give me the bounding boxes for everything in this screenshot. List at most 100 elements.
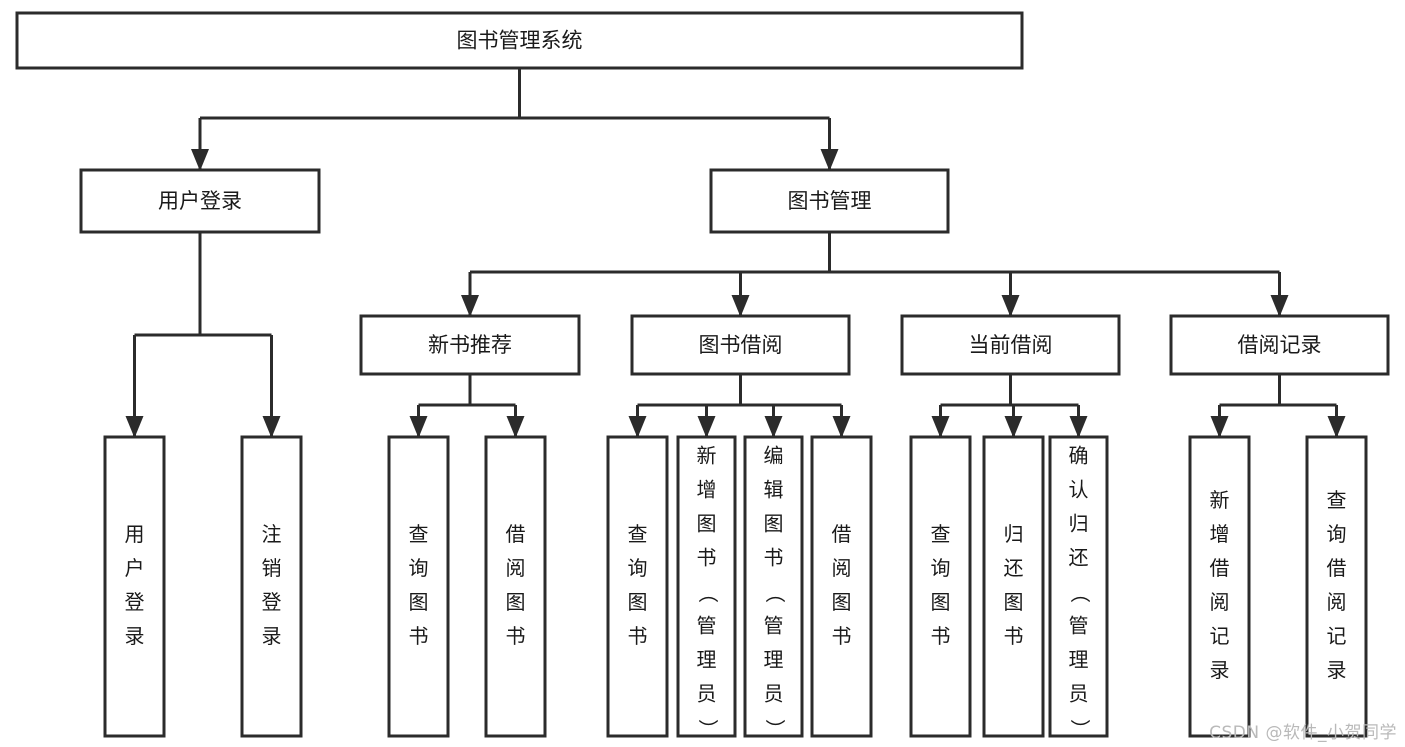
- node-label-leaf9-char-0: 查: [931, 522, 951, 546]
- node-label-leaf12-char-4: 记: [1210, 624, 1230, 648]
- node-label-leaf5-char-1: 询: [628, 556, 648, 580]
- node-label-leaf5-char-3: 书: [628, 624, 648, 648]
- node-records[interactable]: 借阅记录: [1169, 314, 1390, 376]
- node-label-leaf1-char-1: 户: [125, 556, 145, 580]
- node-label-leaf4-char-3: 书: [506, 624, 526, 648]
- node-leaf1[interactable]: 用户登录: [103, 435, 166, 738]
- node-label-root: 图书管理系统: [457, 29, 583, 53]
- node-box-leaf7: [743, 435, 804, 738]
- arrow-icon-leaf6: [697, 416, 716, 438]
- node-box-leaf6: [676, 435, 737, 738]
- node-label-leaf10-char-1: 还: [1004, 556, 1024, 580]
- node-box-leaf1: [103, 435, 166, 738]
- node-label-leaf11-char-3: 还: [1069, 546, 1089, 570]
- node-current[interactable]: 当前借阅: [900, 314, 1121, 376]
- node-root[interactable]: 图书管理系统: [15, 11, 1024, 70]
- node-box-newbook: [359, 314, 581, 376]
- connectors-layer: [125, 68, 1346, 438]
- node-label-leaf1-char-2: 登: [125, 590, 145, 614]
- node-label-login: 用户登录: [158, 189, 242, 213]
- node-label-leaf6-char-4: （: [696, 583, 720, 603]
- node-label-leaf11-char-4: （: [1068, 583, 1092, 603]
- node-label-leaf1-char-0: 用: [125, 522, 145, 546]
- node-label-leaf2-char-3: 录: [262, 624, 282, 648]
- node-label-leaf6-char-8: ）: [696, 719, 720, 739]
- arrow-icon-newbook: [461, 295, 479, 317]
- node-box-leaf3: [387, 435, 450, 738]
- node-box-leaf8: [810, 435, 873, 738]
- arrow-icon-leaf3: [409, 416, 428, 438]
- node-login[interactable]: 用户登录: [79, 168, 321, 234]
- node-box-current: [900, 314, 1121, 376]
- arrow-icon-login: [191, 149, 209, 171]
- node-bookmgmt[interactable]: 图书管理: [709, 168, 950, 234]
- arrow-icon-leaf10: [1004, 416, 1023, 438]
- nodes-layer: 图书管理系统用户登录图书管理新书推荐图书借阅当前借阅借阅记录用户登录注销登录查询…: [15, 11, 1390, 739]
- node-label-leaf3-char-2: 图: [409, 590, 429, 614]
- node-label-bookmgmt: 图书管理: [788, 189, 872, 213]
- node-label-leaf7-char-5: 管: [764, 614, 784, 638]
- node-box-leaf11: [1048, 435, 1109, 738]
- node-label-leaf12-char-0: 新: [1210, 488, 1230, 512]
- arrow-icon-bookmgmt: [820, 149, 839, 171]
- node-label-leaf13-char-5: 录: [1327, 658, 1347, 682]
- arrow-icon-borrow: [731, 295, 750, 317]
- node-label-leaf13-char-2: 借: [1327, 556, 1347, 580]
- node-label-leaf7-char-7: 员: [764, 682, 784, 706]
- node-label-leaf6-char-3: 书: [697, 546, 717, 570]
- arrow-icon-leaf2: [262, 416, 281, 438]
- node-label-leaf6-char-1: 增: [697, 478, 717, 502]
- arrow-icon-leaf11: [1069, 416, 1088, 438]
- node-label-leaf13-char-4: 记: [1327, 624, 1347, 648]
- node-label-leaf13-char-0: 查: [1327, 488, 1347, 512]
- node-label-leaf12-char-3: 阅: [1210, 590, 1230, 614]
- node-label-leaf12-char-5: 录: [1210, 658, 1230, 682]
- node-label-leaf11-char-8: ）: [1068, 719, 1092, 739]
- node-label-leaf2-char-1: 销: [262, 556, 282, 580]
- node-label-leaf11-char-5: 管: [1069, 614, 1089, 638]
- node-label-leaf8-char-2: 图: [832, 590, 852, 614]
- node-box-bookmgmt: [709, 168, 950, 234]
- arrow-icon-leaf9: [931, 416, 950, 438]
- node-label-leaf3-char-0: 查: [409, 522, 429, 546]
- arrow-icon-leaf5: [628, 416, 647, 438]
- node-borrow[interactable]: 图书借阅: [630, 314, 851, 376]
- node-label-leaf7-char-6: 理: [764, 648, 784, 672]
- arrow-icon-records: [1270, 295, 1289, 317]
- node-label-leaf5-char-2: 图: [628, 590, 648, 614]
- node-box-leaf4: [484, 435, 547, 738]
- node-label-leaf12-char-1: 增: [1210, 522, 1230, 546]
- node-label-leaf9-char-2: 图: [931, 590, 951, 614]
- node-label-leaf9-char-3: 书: [931, 624, 951, 648]
- node-label-leaf7-char-1: 辑: [764, 478, 784, 502]
- node-label-leaf10-char-2: 图: [1004, 590, 1024, 614]
- node-label-leaf2-char-2: 登: [262, 590, 282, 614]
- node-label-leaf7-char-8: ）: [763, 719, 787, 739]
- node-label-leaf8-char-0: 借: [832, 522, 852, 546]
- arrow-icon-leaf13: [1327, 416, 1346, 438]
- node-box-records: [1169, 314, 1390, 376]
- node-box-leaf10: [982, 435, 1045, 738]
- node-newbook[interactable]: 新书推荐: [359, 314, 581, 376]
- node-label-leaf7-char-0: 编: [764, 444, 784, 468]
- node-label-leaf13-char-3: 阅: [1327, 590, 1347, 614]
- node-label-leaf7-char-4: （: [763, 583, 787, 603]
- node-label-leaf4-char-1: 阅: [506, 556, 526, 580]
- node-label-leaf6-char-6: 理: [697, 648, 717, 672]
- node-label-leaf11-char-0: 确: [1069, 444, 1089, 468]
- arrow-icon-leaf12: [1210, 416, 1229, 438]
